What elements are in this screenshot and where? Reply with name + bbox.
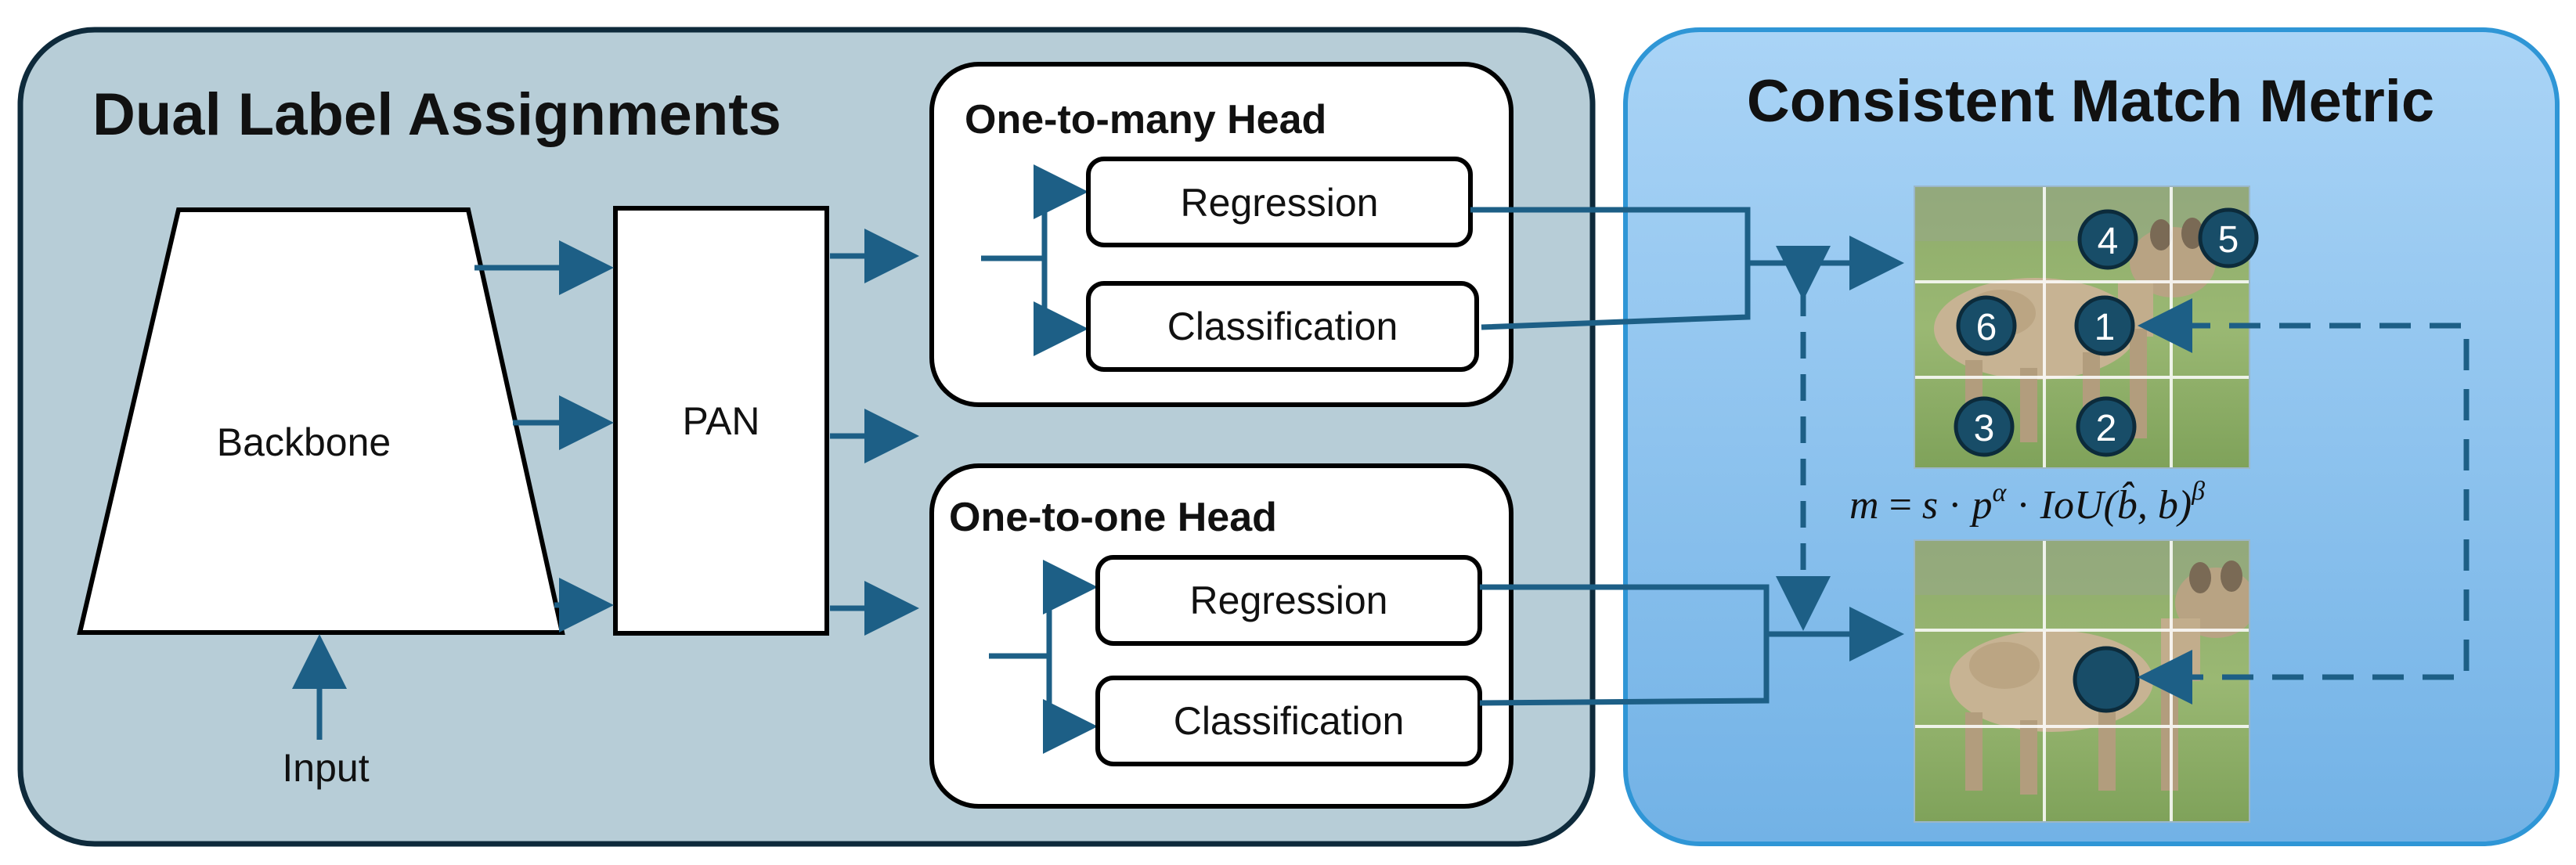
panel-title-consistent-match: Consistent Match Metric	[1747, 68, 2434, 135]
svg-text:6: 6	[1976, 307, 1997, 348]
one-to-one-classification-label: Classification	[1174, 699, 1405, 743]
one-to-many-classification-box: Classification	[1086, 281, 1479, 372]
one-to-one-classification-box: Classification	[1095, 676, 1482, 766]
input-label: Input	[282, 746, 369, 790]
top-bottom-match-link	[2153, 323, 2470, 680]
svg-text:5: 5	[2218, 219, 2239, 261]
panel-title-dual-label: Dual Label Assignments	[92, 81, 781, 148]
one-to-many-head-title: One-to-many Head	[965, 97, 1326, 142]
svg-text:2: 2	[2096, 408, 2117, 449]
match-metric-formula: m = s · pα · IoU(b̂, b)β	[1849, 477, 2205, 528]
pan-label: PAN	[682, 399, 759, 443]
one-to-many-regression-label: Regression	[1181, 181, 1379, 225]
one-to-many-regression-box: Regression	[1086, 157, 1473, 247]
anchor-6: 6	[1956, 295, 2017, 356]
anchor-markers-top: 4 5 6 1 3 2	[1954, 207, 2259, 457]
svg-text:1: 1	[2094, 307, 2116, 348]
pan-head-arrows	[830, 229, 919, 636]
backbone-block: Backbone	[77, 207, 565, 635]
anchor-1: 1	[2074, 295, 2135, 356]
svg-text:3: 3	[1974, 408, 1995, 449]
anchor-matched-bottom	[2073, 646, 2140, 713]
one-to-many-head: One-to-many Head Regression Classificati…	[929, 62, 1513, 407]
one-to-one-regression-box: Regression	[1095, 555, 1482, 646]
backbone-label: Backbone	[217, 420, 391, 464]
anchor-3: 3	[1954, 396, 2015, 457]
consistent-match-metric-panel: Consistent Match Metric	[1623, 27, 2560, 846]
backbone-pan-arrows	[474, 240, 614, 633]
dual-label-assignments-panel: Dual Label Assignments Backbone PAN Inpu…	[17, 27, 1596, 847]
one-to-many-classification-label: Classification	[1167, 305, 1398, 348]
svg-text:4: 4	[2098, 221, 2119, 262]
anchor-5: 5	[2198, 207, 2259, 269]
one-to-one-regression-label: Regression	[1190, 578, 1388, 622]
anchor-2: 2	[2076, 396, 2137, 457]
one-to-one-head: One-to-one Head Regression Classificatio…	[929, 463, 1513, 809]
anchor-4: 4	[2077, 209, 2138, 270]
one-to-one-head-title: One-to-one Head	[949, 495, 1277, 540]
pan-block: PAN	[613, 206, 829, 636]
